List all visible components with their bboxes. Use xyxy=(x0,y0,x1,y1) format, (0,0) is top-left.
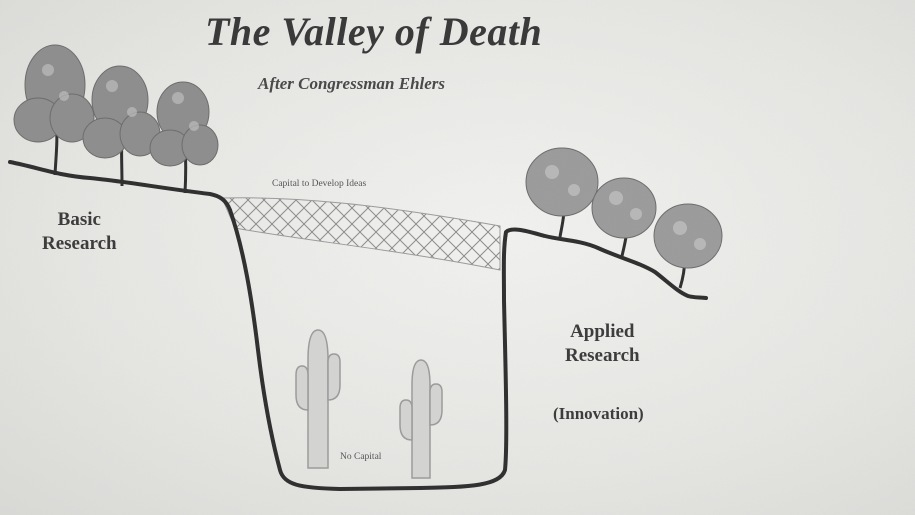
basic-research-label: Basic Research xyxy=(42,208,117,256)
valley-floor-label: No Capital xyxy=(340,452,381,462)
basic-research-line2: Research xyxy=(42,232,117,256)
basic-research-line1: Basic xyxy=(42,208,117,232)
bridge-label: Capital to Develop Ideas xyxy=(272,179,366,189)
applied-research-line1: Applied xyxy=(565,320,640,344)
innovation-label: (Innovation) xyxy=(553,402,644,426)
diagram-subtitle: After Congressman Ehlers xyxy=(258,74,445,94)
diagram-title: The Valley of Death xyxy=(205,8,542,55)
applied-research-line2: Research xyxy=(565,344,640,368)
applied-research-label: Applied Research xyxy=(565,320,640,368)
